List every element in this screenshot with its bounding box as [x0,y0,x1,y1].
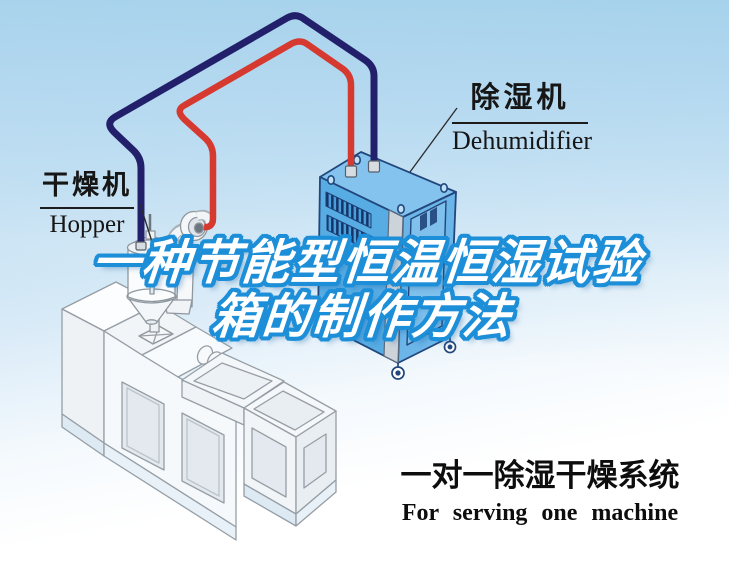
dehumidifier-label: 除湿机 Dehumidifier [452,74,593,156]
caption-cn: 一对一除湿干燥系统 [400,458,680,493]
hopper-label-en: Hopper [49,211,125,238]
main-title-line2: 箱的制作方法 [209,291,515,344]
pipe-fittings [135,160,381,251]
main-title-line1: 一种节能型恒温恒湿试验 [89,237,645,290]
supply-pipe-red [176,38,355,231]
dehumidifier-label-en: Dehumidifier [452,126,593,155]
dehumidifier-graphic [312,151,457,380]
leader-line-dehumidifier [409,107,458,173]
hopper-label-cn: 干燥机 [40,163,134,209]
return-pipe-blue [106,12,378,250]
extruder-machine-graphic [61,281,337,541]
caption: 一对一除湿干燥系统 For serving one machine [392,450,688,527]
dehumidifier-label-cn: 除湿机 [452,74,588,124]
hopper-label: 干燥机 Hopper [40,163,134,239]
leader-line-hopper [139,203,155,249]
main-title: 一种节能型恒温恒湿试验 箱的制作方法 [0,237,729,345]
caption-en: For serving one machine [401,500,679,526]
